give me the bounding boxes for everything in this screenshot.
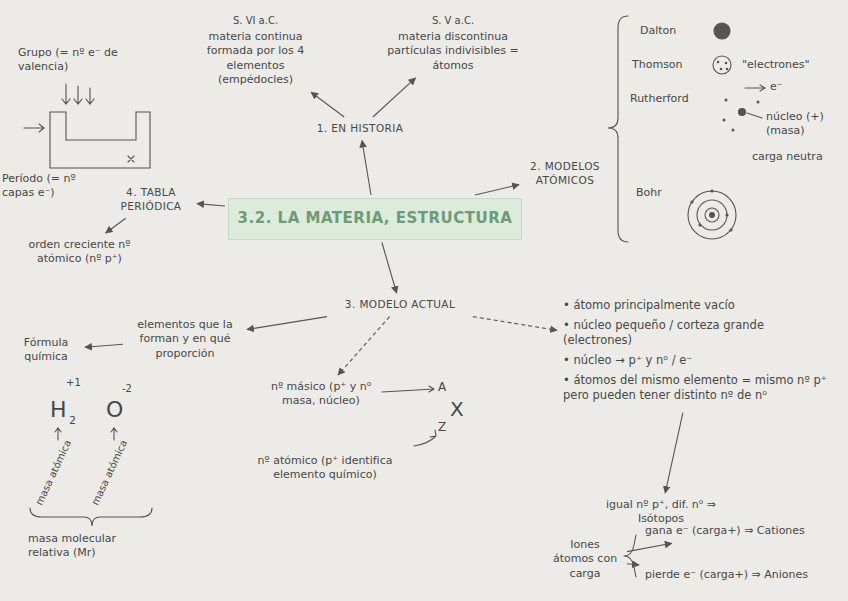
note-text: pierde e⁻ (carga+) ⇒ Aniones [642,566,832,584]
connector-arrow [338,317,390,375]
element-symbol: O [106,396,123,425]
electron-label: "electrones" [742,58,810,72]
bohr-orbit [688,191,736,239]
charge-label: carga neutra [752,150,823,164]
oxidation-number: +1 [66,376,81,389]
node-text: 3. MODELO ACTUAL [333,298,467,312]
table-mark [128,156,134,162]
node-text: 4. TABLA PERIÓDICA [111,186,191,213]
group-label: Grupo (= nº e⁻ de valencia) [18,46,128,75]
group-arrows [62,84,94,104]
node-text: elementos que la forman y en qué proporc… [129,318,241,361]
connector-arrow [106,218,126,233]
dalton-sphere [714,23,730,39]
atomic-number-leader [414,430,436,446]
model-name: Bohr [636,186,662,200]
node-text: nº atómico (p⁺ identifica elemento quími… [239,454,411,483]
molecular-mass-label: masa molecular relativa (Mr) [28,532,158,561]
note-text: nº másico (p⁺ y n⁰ masa, núcleo) [262,378,380,411]
model-name: Thomson [632,58,683,72]
connector-arrow [197,204,225,206]
node-text: nº másico (p⁺ y n⁰ masa, núcleo) [265,380,377,409]
connector-arrow [473,317,557,331]
node-text: 2. MODELOS ATÓMICOS [525,160,605,187]
connector-arrow [311,92,344,117]
node-text: Fórmula química [13,336,79,365]
connector-arrow [247,317,327,330]
node-text: materia discontinua partículas indivisib… [381,30,525,73]
node-text: S. VI a.C. [191,14,320,27]
connector-arrow [85,344,123,347]
nucleus-label: núcleo (+) (masa) [766,110,838,139]
electron-arrow [745,85,765,91]
note-text: orden creciente nº atómico (nº p⁺) [12,236,147,269]
node-text: igual nº p⁺, dif. n⁰ ⇒ Isótopos [589,498,733,527]
bracket [608,16,628,242]
topic-heading: 3. MODELO ACTUAL [330,296,470,314]
connector-arrow [627,564,639,565]
periodic-table-sketch [50,112,150,168]
node-text: gana e⁻ (carga+) ⇒ Cationes [645,524,829,538]
node-text: • átomos del mismo elemento = mismo nº p… [563,373,829,403]
nucleus-leader [747,113,762,118]
connector-arrow [382,243,397,294]
note-text: igual nº p⁺, dif. n⁰ ⇒ Isótopos [586,496,736,529]
node-text: • núcleo pequeño / corteza grande (elect… [563,318,829,348]
thomson-atom [713,56,731,74]
connector-arrow [475,185,519,195]
history-note: S. VI a.C. materia continua formada por l… [188,12,323,89]
node-text: 3.2. LA MATERIA, ESTRUCTURA [237,209,513,229]
topic-heading: 1. EN HISTORIA [300,120,420,138]
topic-heading: 2. MODELOS ATÓMICOS [522,158,608,189]
mass-number-symbol: A [438,380,446,396]
element-symbol: X [450,396,464,422]
history-note: S. V a.C. materia discontinua partículas … [378,12,528,75]
node-text: orden creciente nº atómico (nº p⁺) [15,238,144,267]
note-text: Iones átomos con carga [546,536,624,583]
mass-number-leader [382,386,434,392]
rutherford-nucleus [739,109,746,116]
node-text: Iones átomos con carga [549,538,621,581]
element-symbol: H [50,396,67,425]
note-text: elementos que la forman y en qué proporc… [126,316,244,363]
node-text: S. V a.C. [381,14,525,27]
atomic-mass-label: masa atómica [89,438,131,508]
bullet-list: • átomo principalmente vacío • núcleo peq… [560,296,832,410]
model-name: Dalton [640,24,676,38]
bohr-orbit [697,200,727,230]
brace [30,508,152,526]
oxidation-number: -2 [122,382,132,395]
note-text: Fórmula química [10,334,82,367]
model-name: Rutherford [630,92,689,106]
node-text: pierde e⁻ (carga+) ⇒ Aniones [645,568,829,582]
ions-brace [624,535,636,577]
electron-label: e⁻ [770,80,783,94]
node-text: 1. EN HISTORIA [303,122,417,136]
period-arrow [24,124,44,132]
atomic-number-symbol: Z [438,420,446,436]
note-text: nº atómico (p⁺ identifica elemento quími… [236,452,414,485]
connector-arrow [362,141,371,195]
period-label: Período (= nº capas e⁻) [2,172,80,201]
topic-heading: 4. TABLA PERIÓDICA [108,184,194,215]
subscript: 2 [69,414,76,428]
connector-arrow [665,413,683,493]
title-band: 3.2. LA MATERIA, ESTRUCTURA [228,198,522,240]
bohr-orbit [705,208,719,222]
connector-arrow [627,543,672,551]
node-text: • núcleo → p⁺ y n⁰ / e⁻ [563,353,829,368]
node-text: materia continua formada por los 4 eleme… [191,30,320,87]
atomic-mass-label: masa atómica [33,438,75,508]
connector-arrow [373,78,416,117]
note-text: gana e⁻ (carga+) ⇒ Cationes [642,522,832,540]
node-text: • átomo principalmente vacío [563,298,829,313]
